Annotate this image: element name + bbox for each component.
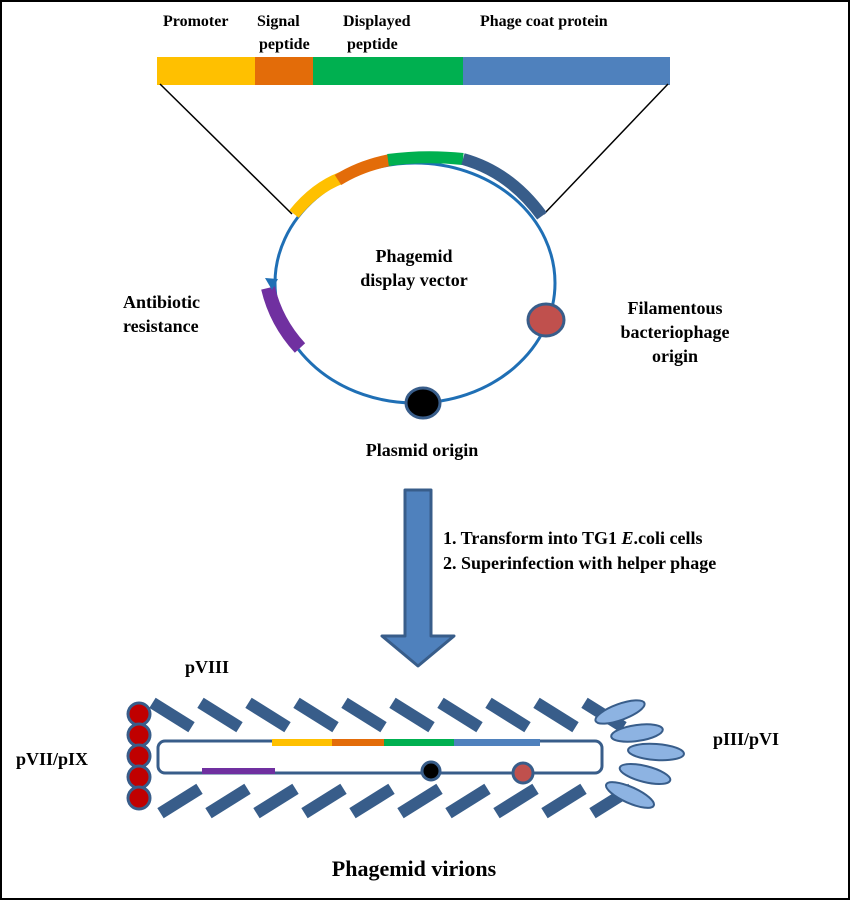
pviii-bar <box>301 783 347 819</box>
filamentous-label-line1: Filamentous <box>627 298 722 318</box>
pviii-bar <box>253 783 299 819</box>
piii-ellipse <box>594 699 646 725</box>
pviii-bar <box>485 697 531 733</box>
promoter-label: Promoter <box>163 13 228 30</box>
vector-coat-arc <box>461 153 547 220</box>
step1-text: 1. Transform into TG1 E.coli cells <box>443 528 703 548</box>
displayed-peptide-segment <box>313 57 463 85</box>
pviii-bottom-row <box>157 783 635 819</box>
pviii-bar <box>533 697 579 733</box>
pviii-bar <box>541 783 587 819</box>
pviii-bar <box>445 783 491 819</box>
filamentous-label-line3: origin <box>652 346 698 366</box>
vector-title-line1: Phagemid <box>375 246 452 266</box>
pviii-bar <box>205 783 251 819</box>
vector-signal-arc <box>334 154 392 186</box>
virion-signal-segment <box>332 739 384 746</box>
zoom-line-left <box>159 83 293 215</box>
pvii-pix-column <box>126 701 152 811</box>
down-arrow <box>380 488 456 668</box>
signal-label-line2: peptide <box>259 36 310 53</box>
plasmid-origin-marker <box>404 386 442 420</box>
vector-promoter-arc <box>289 172 344 218</box>
gene-cassette <box>157 57 670 85</box>
virion-displayed-segment <box>384 739 454 746</box>
virions-title: Phagemid virions <box>332 856 497 881</box>
pviii-bar <box>437 697 483 733</box>
virion-promoter-segment <box>272 739 332 746</box>
displayed-label-line2: peptide <box>347 36 398 53</box>
vector-displayed-arc <box>387 151 464 166</box>
piii-ellipse <box>618 763 672 785</box>
virion-plasmid-origin <box>420 760 442 782</box>
signal-peptide-segment <box>255 57 313 85</box>
pvii-dot <box>126 785 152 811</box>
pvii-dot <box>126 701 152 727</box>
pviii-bar <box>493 783 539 819</box>
zoom-line-right <box>543 83 669 215</box>
pviii-bar <box>157 783 203 819</box>
filamentous-label-line2: bacteriophage <box>621 322 730 342</box>
pvii-dot <box>126 743 152 769</box>
pvii-dot <box>126 722 152 748</box>
pviii-top-row <box>149 697 627 733</box>
vector-antibiotic-arc <box>261 286 306 353</box>
pviii-bar <box>389 697 435 733</box>
promoter-segment <box>157 57 255 85</box>
piii-ellipse <box>605 781 655 809</box>
antibiotic-label-line1: Antibiotic <box>123 292 200 312</box>
piii-ellipse <box>627 742 685 762</box>
piii-pvi-label: pIII/pVI <box>713 729 779 749</box>
step2-text: 2. Superinfection with helper phage <box>443 553 716 573</box>
pviii-bar <box>149 697 195 733</box>
pviii-bar <box>197 697 243 733</box>
plasmid-origin-label: Plasmid origin <box>366 440 479 460</box>
virion-antibiotic-segment <box>202 768 275 774</box>
antibiotic-arrow-tip <box>265 278 278 290</box>
pviii-bar <box>341 697 387 733</box>
displayed-label-line1: Displayed <box>343 13 411 30</box>
virion-coat-segment <box>454 739 540 746</box>
pviii-label: pVIII <box>185 657 229 677</box>
pviii-bar <box>349 783 395 819</box>
filamentous-origin-marker <box>526 302 566 338</box>
antibiotic-label-line2: resistance <box>123 316 199 336</box>
vector-title-line2: display vector <box>360 270 468 290</box>
pvii-pix-label: pVII/pIX <box>16 749 88 769</box>
virion-filamentous-origin <box>511 761 535 785</box>
coat-protein-segment <box>463 57 670 85</box>
pviii-bar <box>293 697 339 733</box>
pviii-bar <box>245 697 291 733</box>
signal-label-line1: Signal <box>257 13 300 30</box>
piii-pvi-fan <box>594 699 685 809</box>
piii-ellipse <box>610 723 664 743</box>
pviii-bar <box>397 783 443 819</box>
coat-protein-label: Phage coat protein <box>480 13 608 30</box>
pvii-dot <box>126 764 152 790</box>
